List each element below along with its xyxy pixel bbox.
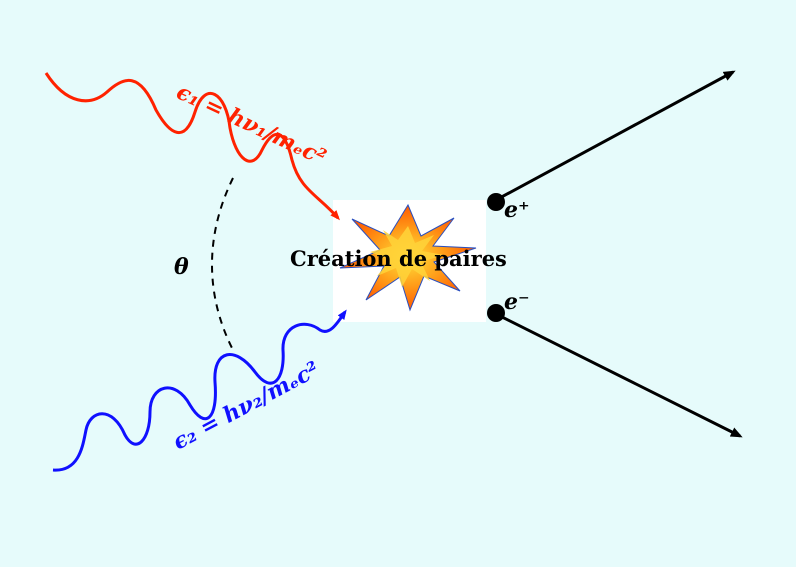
angle-arc bbox=[211, 177, 234, 351]
explosion-icon bbox=[339, 203, 477, 312]
electron-label: e⁻ bbox=[504, 289, 530, 315]
electron-dot bbox=[487, 304, 505, 322]
photon-1-label: ϵ₁ = hν₁/mₑc² bbox=[172, 79, 330, 171]
photon-2-wave bbox=[52, 309, 347, 472]
electron-track bbox=[495, 312, 743, 438]
center-label: Création de paires bbox=[290, 246, 507, 271]
positron-dot bbox=[487, 193, 505, 211]
photon-1-wave bbox=[44, 72, 340, 221]
angle-label: θ bbox=[174, 254, 189, 280]
positron-label: e⁺ bbox=[504, 197, 530, 223]
positron-track bbox=[495, 70, 736, 202]
